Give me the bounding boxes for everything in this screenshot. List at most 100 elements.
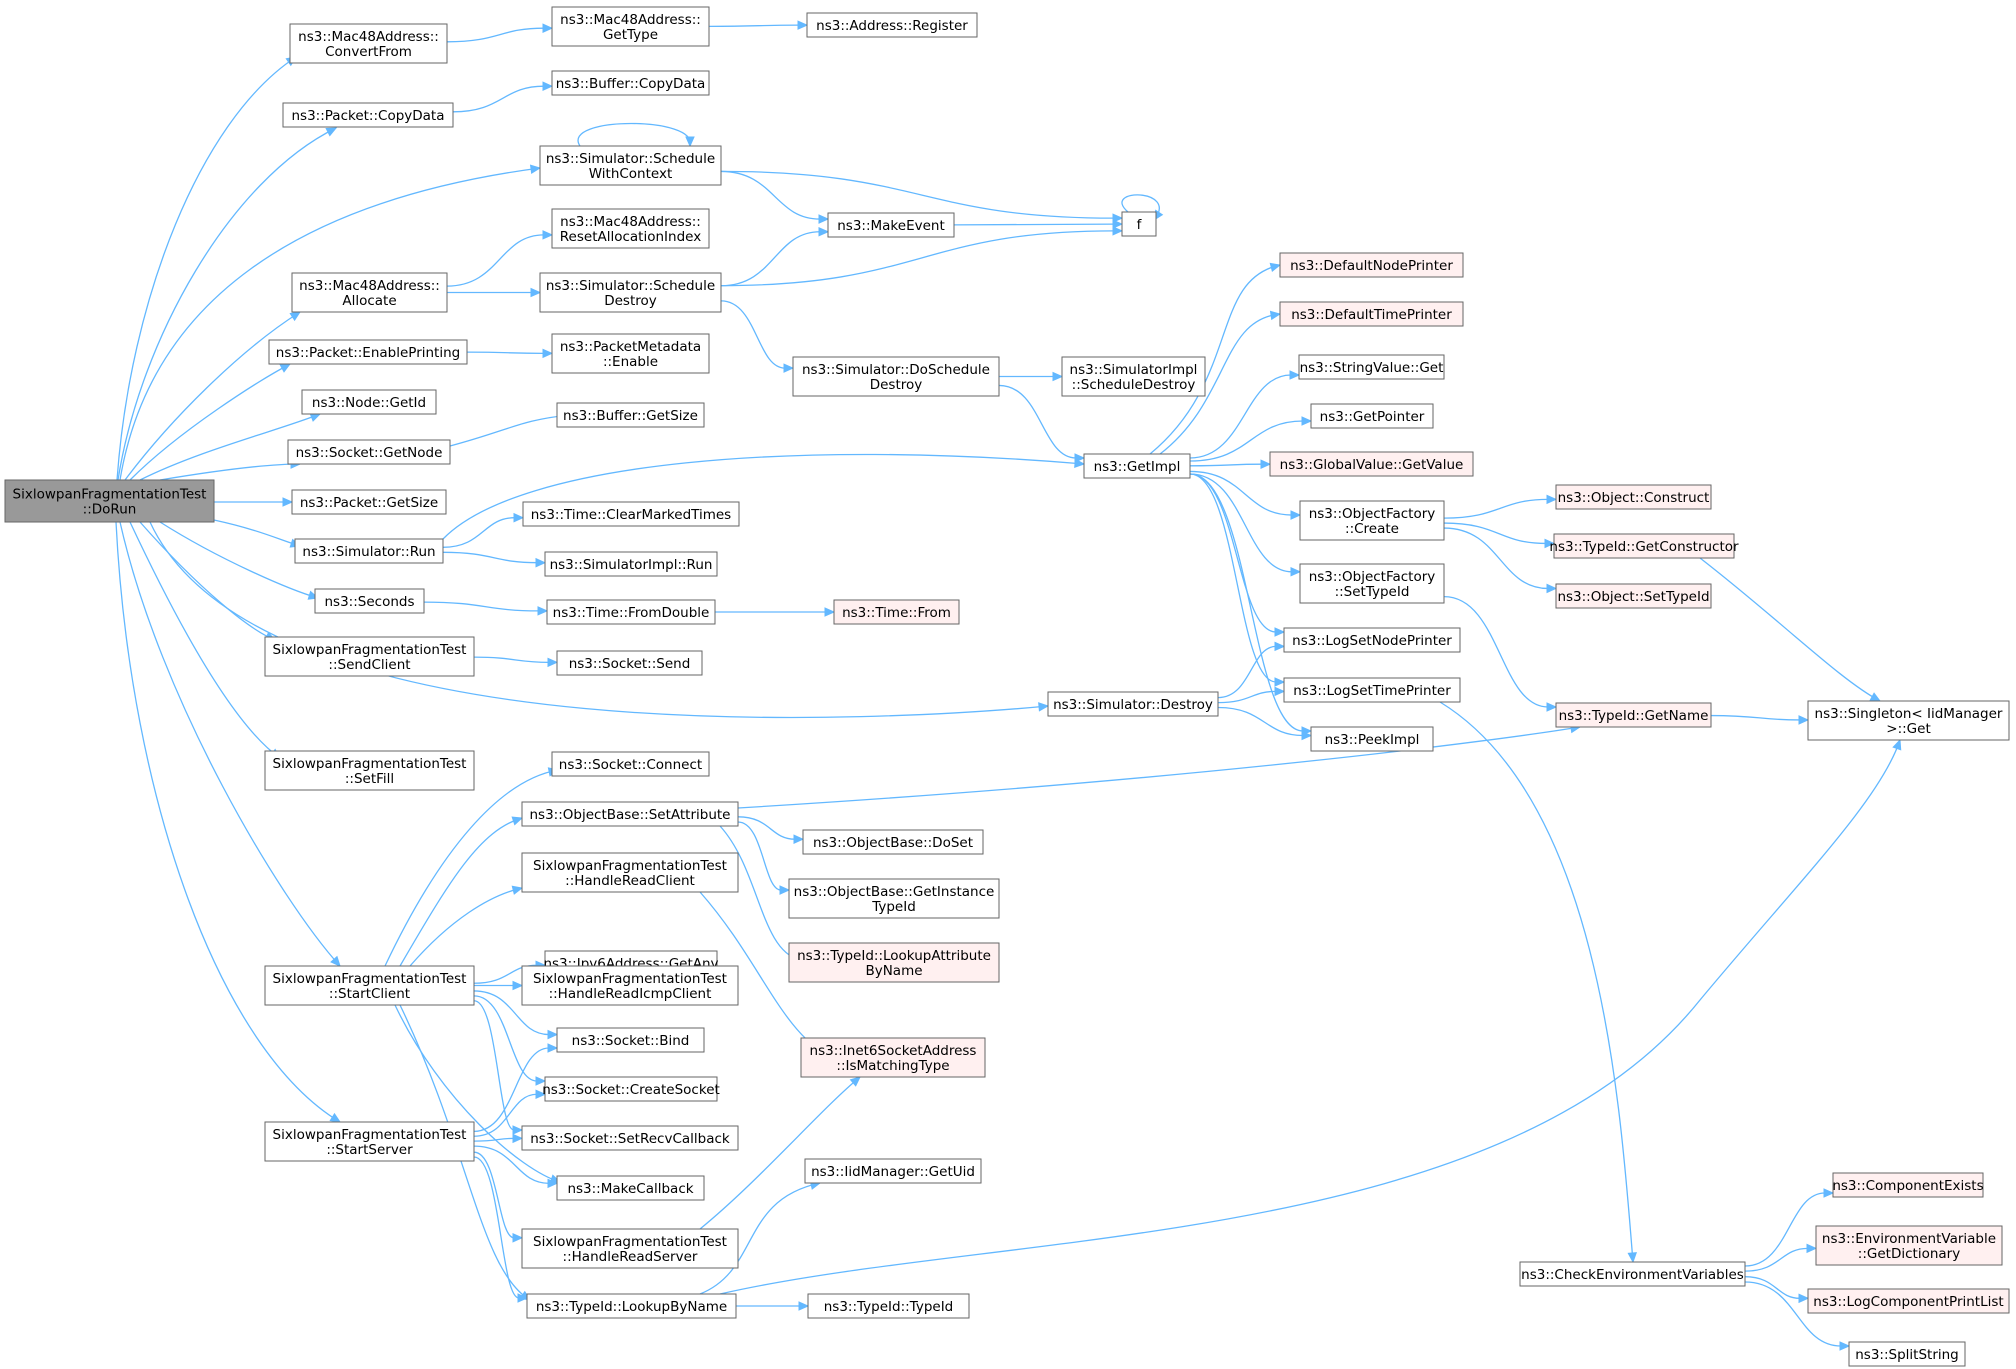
node-logsettime[interactable]: ns3::LogSetTimePrinter: [1283, 677, 1461, 703]
node-simimplrun[interactable]: ns3::SimulatorImpl::Run: [544, 551, 718, 577]
node-peekimpl[interactable]: ns3::PeekImpl: [1310, 726, 1434, 752]
node-simrun[interactable]: ns3::Simulator::Run: [294, 538, 444, 564]
node-startclient[interactable]: SixlowpanFragmentationTest::StartClient: [264, 965, 475, 1006]
node-stringvalueget[interactable]: ns3::StringValue::Get: [1298, 354, 1445, 380]
node-simscheddestroy[interactable]: ns3::Simulator::ScheduleDestroy: [539, 272, 722, 313]
edge-line: [1217, 706, 1304, 737]
edge-root-to-simschedctx: [119, 164, 542, 481]
node-logsetnode[interactable]: ns3::LogSetNodePrinter: [1283, 627, 1461, 653]
node-sockbind[interactable]: ns3::Socket::Bind: [556, 1027, 705, 1053]
edge-line: [1189, 420, 1304, 462]
node-sendclient[interactable]: SixlowpanFragmentationTest::SendClient: [264, 636, 475, 677]
node-typeidgetname[interactable]: ns3::TypeId::GetName: [1555, 702, 1712, 728]
node-sockconnect[interactable]: ns3::Socket::Connect: [551, 751, 710, 777]
node-objbasesetattr[interactable]: ns3::ObjectBase::SetAttribute: [521, 801, 739, 827]
edge-arrowhead: [512, 1233, 524, 1243]
node-addrreg[interactable]: ns3::Address::Register: [806, 12, 978, 38]
edge-arrowhead: [783, 363, 795, 373]
node-makeevent[interactable]: ns3::MakeEvent: [827, 212, 955, 238]
node-box: [1310, 726, 1434, 752]
node-label: ns3::Mac48Address::: [299, 278, 440, 294]
node-m48reset[interactable]: ns3::Mac48Address::ResetAllocationIndex: [551, 208, 710, 249]
node-f[interactable]: f: [1121, 211, 1157, 237]
node-handlereadserver[interactable]: SixlowpanFragmentationTest::HandleReadSe…: [521, 1228, 739, 1269]
edge-arrowhead: [1798, 715, 1810, 725]
node-splitstring[interactable]: ns3::SplitString: [1848, 1341, 1966, 1367]
edge-objbasesetattr-to-typeidgetname: [737, 723, 1582, 809]
node-bufcopy[interactable]: ns3::Buffer::CopyData: [551, 70, 710, 96]
node-label: SixlowpanFragmentationTest: [13, 487, 207, 503]
node-objfactsettype[interactable]: ns3::ObjectFactory::SetTypeId: [1299, 563, 1445, 604]
node-logcomplist[interactable]: ns3::LogComponentPrintList: [1807, 1288, 2010, 1314]
node-nodegetid[interactable]: ns3::Node::GetId: [301, 389, 437, 415]
node-pktcopy[interactable]: ns3::Packet::CopyData: [282, 102, 454, 128]
node-typeidtypeid[interactable]: ns3::TypeId::TypeId: [807, 1293, 970, 1319]
node-makecallback[interactable]: ns3::MakeCallback: [556, 1175, 705, 1201]
node-m48gettype[interactable]: ns3::Mac48Address::GetType: [551, 6, 710, 47]
node-sockgetnode[interactable]: ns3::Socket::GetNode: [287, 439, 451, 465]
edge-arrowhead: [824, 607, 836, 617]
node-timefrom[interactable]: ns3::Time::From: [833, 599, 960, 625]
edge-arrowhead: [1112, 213, 1124, 223]
node-pktmetaenable[interactable]: ns3::PacketMetadata::Enable: [551, 333, 710, 374]
node-componentexists[interactable]: ns3::ComponentExists: [1832, 1172, 1984, 1198]
node-sockcreate[interactable]: ns3::Socket::CreateSocket: [542, 1076, 720, 1102]
node-label: ns3::Simulator::DoSchedule: [802, 362, 990, 378]
node-deftimeprinter[interactable]: ns3::DefaultTimePrinter: [1279, 301, 1464, 327]
node-handlereadicmp[interactable]: SixlowpanFragmentationTest::HandleReadIc…: [521, 965, 739, 1006]
edge-arrowhead: [513, 512, 525, 523]
node-label: ns3::PeekImpl: [1325, 732, 1420, 748]
node-typeidgetctor[interactable]: ns3::TypeId::GetConstructor: [1549, 533, 1739, 559]
node-inet6match[interactable]: ns3::Inet6SocketAddress::IsMatchingType: [800, 1037, 986, 1078]
node-bufgetsize[interactable]: ns3::Buffer::GetSize: [556, 402, 705, 428]
edge-simschedctx-to-simschedctx: [577, 122, 695, 148]
node-box: [291, 272, 448, 313]
node-getimpl[interactable]: ns3::GetImpl: [1083, 453, 1191, 479]
node-envgetdict[interactable]: ns3::EnvironmentVariable::GetDictionary: [1815, 1225, 2003, 1266]
node-label: ns3::Socket::Bind: [572, 1033, 690, 1049]
node-handlereadclient[interactable]: SixlowpanFragmentationTest::HandleReadCl…: [521, 852, 739, 893]
edge-line: [442, 453, 1085, 540]
node-singletonget[interactable]: ns3::Singleton< IidManager>::Get: [1807, 700, 2010, 741]
node-pktgetsize[interactable]: ns3::Packet::GetSize: [291, 489, 447, 515]
edge-startserver-to-handlereadserver: [473, 1151, 524, 1243]
node-m48alloc[interactable]: ns3::Mac48Address::Allocate: [291, 272, 448, 313]
edge-simscheddestroy-to-simdoschedule: [720, 300, 795, 373]
node-setfill[interactable]: SixlowpanFragmentationTest::SetFill: [264, 750, 475, 791]
node-objsettypeid[interactable]: ns3::Object::SetTypeId: [1555, 583, 1712, 609]
node-globalgetvalue[interactable]: ns3::GlobalValue::GetValue: [1269, 451, 1474, 477]
node-simdestroy[interactable]: ns3::Simulator::Destroy: [1047, 691, 1219, 717]
node-timeclear[interactable]: ns3::Time::ClearMarkedTimes: [522, 501, 740, 527]
node-objconstruct[interactable]: ns3::Object::Construct: [1555, 484, 1712, 510]
node-typeidlookup[interactable]: ns3::TypeId::LookupByName: [526, 1293, 737, 1319]
node-defnodeprinter[interactable]: ns3::DefaultNodePrinter: [1279, 252, 1464, 278]
node-pktenable[interactable]: ns3::Packet::EnablePrinting: [268, 339, 468, 365]
edge-m48gettype-to-addrreg: [708, 20, 809, 30]
edge-arrowhead: [798, 1301, 810, 1311]
edge-objbasesetattr-to-objbasedoset: [737, 816, 805, 844]
node-getpointer[interactable]: ns3::GetPointer: [1310, 403, 1434, 429]
node-iidgetuid[interactable]: ns3::IidManager::GetUid: [804, 1158, 982, 1184]
node-box: [521, 852, 739, 893]
node-startserver[interactable]: SixlowpanFragmentationTest::StartServer: [264, 1121, 475, 1162]
node-objbasedoset[interactable]: ns3::ObjectBase::DoSet: [802, 829, 984, 855]
node-simimplsched[interactable]: ns3::SimulatorImpl::ScheduleDestroy: [1061, 356, 1206, 397]
node-m48conv[interactable]: ns3::Mac48Address::ConvertFrom: [289, 23, 448, 64]
node-socksetrecv[interactable]: ns3::Socket::SetRecvCallback: [521, 1125, 739, 1151]
node-seconds[interactable]: ns3::Seconds: [314, 588, 425, 614]
node-objfactcreate[interactable]: ns3::ObjectFactory::Create: [1299, 500, 1445, 541]
node-socksend[interactable]: ns3::Socket::Send: [556, 650, 703, 676]
node-box: [1553, 533, 1735, 559]
edge-getimpl-to-defnodeprinter: [1149, 262, 1282, 455]
edge-simrun-to-timeclear: [442, 512, 525, 548]
edge-objbasesetattr-to-objbasegetinst: [737, 821, 791, 895]
node-timefromdouble[interactable]: ns3::Time::FromDouble: [546, 599, 716, 625]
edge-line: [384, 769, 559, 967]
node-root[interactable]: SixlowpanFragmentationTest::DoRun: [4, 479, 215, 523]
node-checkenv[interactable]: ns3::CheckEnvironmentVariables: [1519, 1261, 1746, 1287]
